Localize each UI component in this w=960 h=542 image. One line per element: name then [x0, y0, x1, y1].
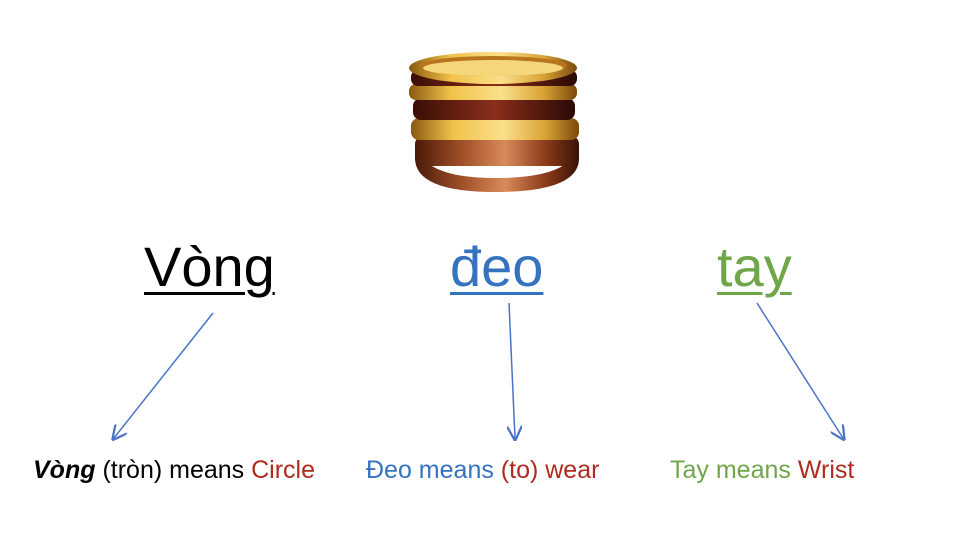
- meaning-vong-paren: (tròn) means: [95, 456, 252, 484]
- meaning-deo-term: Đeo means: [366, 456, 501, 484]
- meaning-vong-term: Vòng: [33, 456, 96, 484]
- word-vong: Vòng: [144, 235, 275, 298]
- meaning-deo-paren: (to): [500, 456, 539, 484]
- meaning-tay-gloss: Wrist: [797, 456, 855, 484]
- arrow-tay: [756, 302, 843, 438]
- arrow-vong: [114, 312, 214, 438]
- word-tay: tay: [717, 235, 792, 298]
- meaning-deo: Đeo means (to) wear: [366, 452, 599, 488]
- meaning-vong-gloss: Circle: [251, 456, 316, 484]
- meaning-deo-gloss: wear: [538, 456, 600, 484]
- bangles-icon: [409, 52, 579, 192]
- meaning-tay: Tay means Wrist: [670, 452, 854, 488]
- meaning-vong: Vòng (tròn) means Circle: [33, 452, 315, 488]
- word-deo: đeo: [450, 235, 544, 298]
- meaning-tay-term: Tay means: [670, 456, 798, 484]
- arrow-deo: [509, 302, 515, 438]
